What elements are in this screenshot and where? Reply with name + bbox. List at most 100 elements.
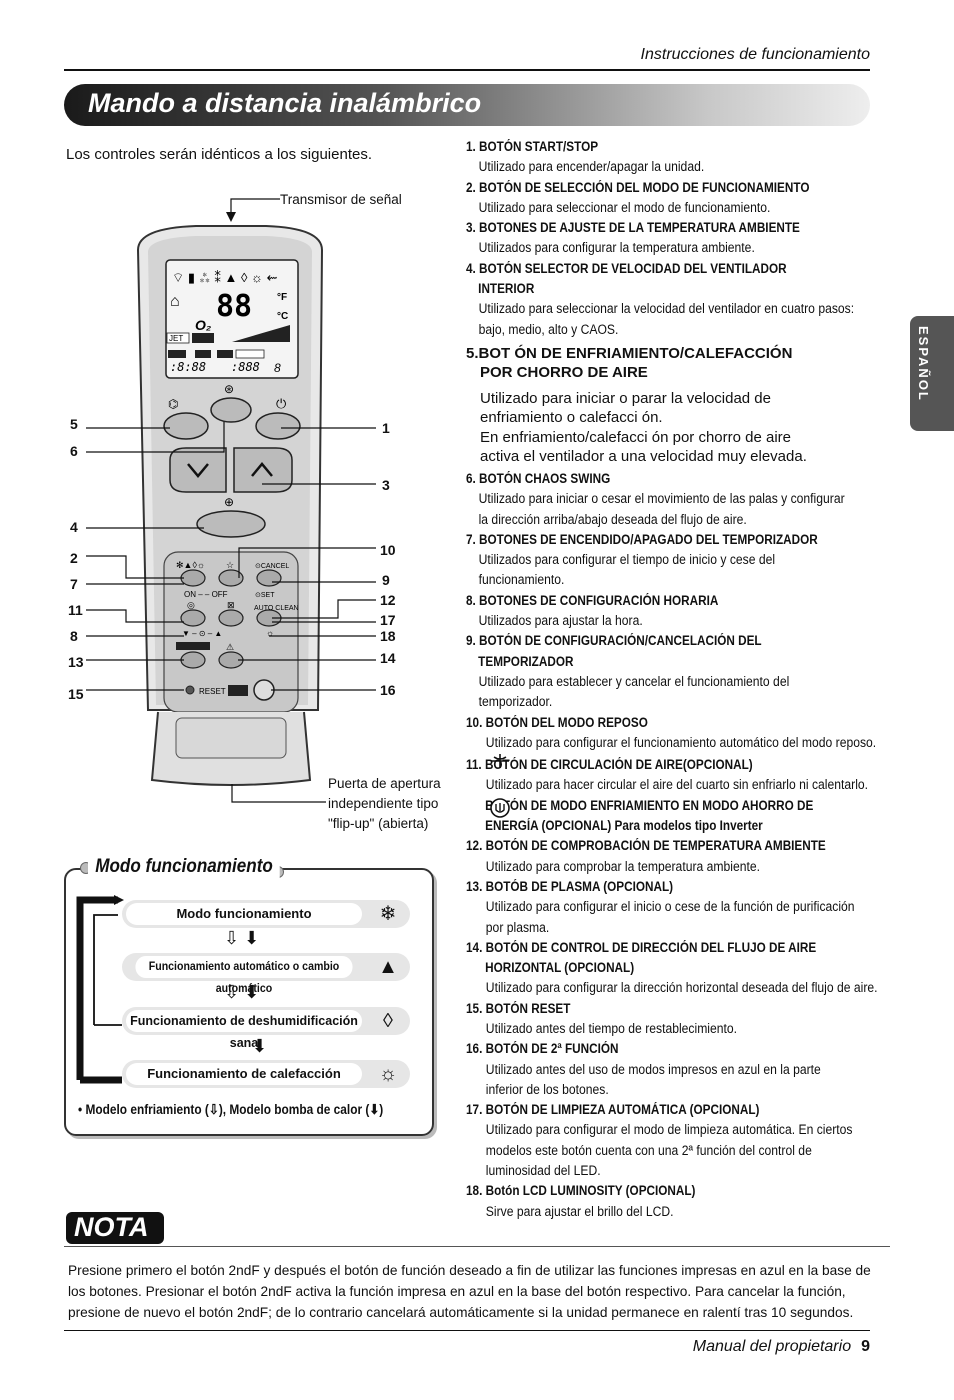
svg-text:⊠: ⊠ xyxy=(227,600,235,610)
svg-text:▼ – ⊙ – ▲: ▼ – ⊙ – ▲ xyxy=(182,629,222,638)
item-3: 3. BOTONES DE AJUSTE DE LA TEMPERATURA A… xyxy=(466,220,800,256)
svg-text::888: :888 xyxy=(231,360,260,374)
item-9: 9. BOTÓN DE CONFIGURACIÓN/CANCELACIÓN DE… xyxy=(466,633,790,710)
svg-text::8:88: :8:88 xyxy=(170,360,206,374)
footer-label: Manual del propietario xyxy=(692,1338,852,1355)
svg-text:AUTO CLEAN: AUTO CLEAN xyxy=(254,605,299,612)
callout-15: 15 xyxy=(68,686,84,702)
svg-text:⌬: ⌬ xyxy=(168,397,178,411)
item-2: 2. BOTÓN DE SELECCIÓN DEL MODO DE FUNCIO… xyxy=(466,179,810,215)
page-number: 9 xyxy=(861,1338,870,1355)
door-label-line: "flip-up" (abierta) xyxy=(328,816,429,831)
svg-text:⊕: ⊕ xyxy=(224,495,234,509)
snowflake-icon: ❄ xyxy=(379,903,397,925)
language-tab-label: ESPAÑOL xyxy=(916,326,931,402)
intro-text: Los controles serán idénticos a los sigu… xyxy=(66,146,373,163)
svg-text:O₂: O₂ xyxy=(195,317,211,333)
page-title: Mando a distancia inalámbrico xyxy=(88,88,482,118)
callout-7: 7 xyxy=(70,576,78,592)
auto-mode-icon: ▲ xyxy=(378,956,398,978)
item-14: 14. BOTÓN DE CONTROL DE DIRECCIÓN DEL FL… xyxy=(466,939,878,996)
svg-text:⊛: ⊛ xyxy=(224,382,234,396)
mode-cycle-arrows xyxy=(76,895,124,1084)
nota-rule xyxy=(64,1246,890,1247)
language-tab: ESPAÑOL xyxy=(910,316,954,431)
callout-17: 17 xyxy=(380,612,396,628)
svg-text:✻▲◊☼: ✻▲◊☼ xyxy=(176,560,205,570)
mode-label: Modo funcionamiento xyxy=(126,903,362,925)
callout-9: 9 xyxy=(382,572,390,588)
droplet-icon: ◊ xyxy=(383,1010,393,1032)
nota-badge: NOTA xyxy=(66,1212,164,1244)
down-arrow-icon: ⬇ xyxy=(252,1036,268,1056)
svg-text:⏻: ⏻ xyxy=(276,396,286,411)
top-rule xyxy=(64,69,870,71)
callout-3: 3 xyxy=(382,477,390,493)
title-bar: Mando a distancia inalámbrico xyxy=(64,84,870,126)
down-arrows-icon: ⇩ ⬇ xyxy=(224,982,260,1002)
item-13: 13. BOTÓB DE PLASMA (OPCIONAL)Utilizado … xyxy=(466,878,855,935)
door-label-line: independiente tipo xyxy=(328,796,439,811)
callout-6: 6 xyxy=(70,443,78,459)
item-17: 17. BOTÓN DE LIMPIEZA AUTOMÁTICA (OPCION… xyxy=(466,1102,853,1179)
callout-12: 12 xyxy=(380,592,396,608)
footer: Manual del propietario 9 xyxy=(693,1338,870,1356)
signal-label: Transmisor de señal xyxy=(280,192,402,207)
callout-2: 2 xyxy=(70,550,78,566)
energy-saving-icon xyxy=(490,798,510,818)
item-12: 12. BOTÓN DE COMPROBACIÓN DE TEMPERATURA… xyxy=(466,838,826,874)
svg-text:⊙CANCEL: ⊙CANCEL xyxy=(255,563,289,570)
svg-text:⚠: ⚠ xyxy=(226,642,234,652)
mode-item-dehumidify: Funcionamiento de deshumidificación sana… xyxy=(122,1007,410,1050)
callout-11: 11 xyxy=(68,602,83,618)
callout-14: 14 xyxy=(380,650,396,666)
svg-text:ON – – OFF: ON – – OFF xyxy=(184,590,228,599)
svg-text:8: 8 xyxy=(274,361,281,375)
bottom-rule xyxy=(64,1330,870,1331)
svg-text:⌂: ⌂ xyxy=(170,293,180,310)
remote-illustration: ⌔ ▮ ⁂ ⁑ ▲ ◊ ☼ ⇜ ⌂ 88 °F °C O₂ JET :8:88 … xyxy=(86,198,376,803)
mode-item-auto: Funcionamiento automático o cambio autom… xyxy=(122,953,410,995)
svg-text:☼: ☼ xyxy=(266,628,274,638)
sun-icon: ☼ xyxy=(378,1063,398,1085)
modes-legend: • Modelo enfriamiento (⇩), Modelo bomba … xyxy=(78,1102,384,1117)
mode-label: Funcionamiento de calefacción xyxy=(126,1063,362,1085)
callout-4: 4 xyxy=(70,519,78,535)
item-11: 11. BOTÓN DE CIRCULACIÓN DE AIRE(OPCIONA… xyxy=(466,757,869,793)
running-title: Instrucciones de funcionamiento xyxy=(640,46,870,63)
svg-text:◎: ◎ xyxy=(187,600,195,610)
svg-text:⊙SET: ⊙SET xyxy=(255,592,275,599)
modes-title: Modo funcionamiento xyxy=(88,856,281,878)
callout-5: 5 xyxy=(70,416,78,432)
door-label-line: Puerta de apertura xyxy=(328,776,441,791)
down-arrows-icon: ⇩ ⬇ xyxy=(224,928,260,948)
mode-label: Funcionamiento de deshumidificación sana xyxy=(126,1010,362,1050)
item-7: 7. BOTONES DE ENCENDIDO/APAGADO DEL TEMP… xyxy=(466,531,818,588)
mode-label: Funcionamiento automático o cambio autom… xyxy=(135,956,353,995)
nota-text: Presione primero el botón 2ndF y después… xyxy=(68,1263,871,1320)
callout-10: 10 xyxy=(380,542,396,558)
svg-text:RESET: RESET xyxy=(199,687,226,696)
item-18: 18. Botón LCD LUMINOSITY (OPCIONAL)Sirve… xyxy=(466,1183,696,1219)
svg-text:°F: °F xyxy=(277,292,287,303)
mode-item-cool: Modo funcionamiento ❄ xyxy=(122,900,410,928)
callout-16: 16 xyxy=(380,682,396,698)
mode-item-heat: Funcionamiento de calefacción ☼ xyxy=(122,1060,410,1088)
svg-text:JET: JET xyxy=(169,334,183,343)
callout-13: 13 xyxy=(68,654,84,670)
callout-8: 8 xyxy=(70,628,78,644)
nota-title: NOTA xyxy=(74,1212,149,1242)
door-label: Puerta de apertura independiente tipo "f… xyxy=(328,774,446,834)
item-11b: BOTÓN DE MODO ENFRIAMIENTO EN MODO AHORR… xyxy=(485,797,814,834)
callout-18: 18 xyxy=(380,628,396,644)
svg-text:☆: ☆ xyxy=(226,560,234,570)
svg-text:°C: °C xyxy=(277,311,288,322)
svg-text:⌔ ▮ ⁂ ⁑ ▲ ◊ ☼ ⇜: ⌔ ▮ ⁂ ⁑ ▲ ◊ ☼ ⇜ xyxy=(172,270,278,285)
